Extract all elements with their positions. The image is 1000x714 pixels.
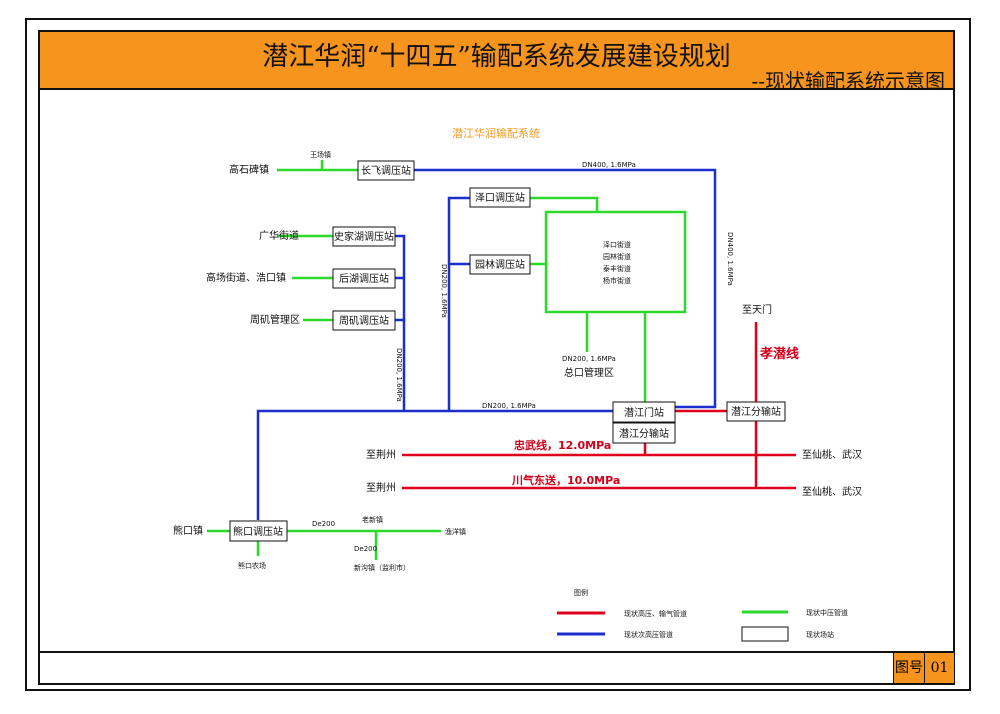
station-qianjiang-fenshu-box [612,422,676,444]
place-xingou: 新沟镇（监利市） [354,563,410,572]
pipe-left-trunk [395,234,406,411]
system-label: 潜江华润输配系统 [452,126,540,140]
station-changfei: 长飞调压站 [361,164,411,177]
station-xiongkou: 熊口调压站 [233,525,283,538]
station-xiongkou-box [229,520,288,542]
high-pressure-lines [402,322,796,490]
pipe-dn200-main [256,409,613,520]
station-zhouji-box [332,310,396,331]
sub-high-pressure-lines [256,168,717,520]
station-changfei-box [357,160,415,181]
place-zhouji-area: 周矶管理区 [250,313,300,326]
pipe-label-dn400-top: DN400, 1.6MPa [582,161,636,169]
legend-medium-pressure: 现状中压管道 [806,608,848,617]
pipe-label-dn200-center: DN200, 1.6MPa [562,355,616,363]
place-zhijingzhou-2: 至荆州 [366,481,396,494]
place-zhixiantao-1: 至仙桃、武汉 [802,448,862,461]
title-bar: 潜江华润“十四五”输配系统发展建设规划 --现状输配系统示意图 [40,32,953,93]
place-zhitianmen: 至天门 [742,303,772,316]
district-label: 泰丰街道 [603,264,631,273]
place-yuyang: 渔洋镇 [445,527,466,536]
pipe-label-dn200-mid: DN200, 1.6MPa [440,264,448,318]
district-label: 杨市街道 [603,276,631,285]
place-laoxin: 老新镇 [362,515,383,524]
trunk-chuanqi: 川气东送，10.0MPa [511,473,620,487]
station-yuanlin-box [469,254,531,275]
pipe-label-dn400-right: DN400, 1.6MPa [726,232,734,286]
pipe-zekou-branch [447,196,470,411]
figure-number-cell: 01 [924,653,954,683]
legend-high-pressure: 现状高压、输气管道 [624,609,687,618]
place-wangchang: 王场镇 [310,150,331,159]
outer-frame [25,18,971,691]
legend-title: 图例 [574,588,588,597]
footer-divider [40,651,953,653]
station-qianjiang-fenshu-right: 潜江分输站 [731,405,781,418]
station-qianjiangmen-box [612,401,676,423]
pipe-zekou-district [530,196,599,212]
station-boxes [229,160,786,542]
pipe-dn400-top [414,168,717,409]
station-houhu: 后湖调压站 [339,272,389,285]
place-guanghua: 广华街道 [259,229,299,242]
district-label: 泽口街道 [603,240,631,249]
place-xiongkou-farm: 熊口农场 [238,561,266,570]
district-grid-loop [544,210,687,314]
station-qianjiang-fenshu-right-box [726,401,786,422]
legend: 图例 现状高压、输气管道 现状中压管道 现状次高压管道 现状场站 [557,588,848,642]
page-subtitle: --现状输配系统示意图 [751,69,945,93]
legend-station: 现状场站 [806,630,834,639]
district-label: 园林街道 [603,252,631,261]
figure-label-cell: 图号 [893,653,924,683]
place-xiongkou-town: 熊口镇 [173,524,203,537]
station-zekou-box [469,187,531,208]
legend-sub-high-pressure: 现状次高压管道 [624,630,673,639]
legend-swatch-station [741,626,789,642]
station-zhouji: 周矶调压站 [339,314,389,327]
pipe-label-dn200-bottom: DN200, 1.6MPa [482,402,536,410]
station-shijiahu: 史家湖调压站 [334,230,394,243]
station-qianjiang-fenshu: 潜江分输站 [619,427,669,440]
station-qianjiangmen: 潜江门站 [624,406,664,419]
station-zekou: 泽口调压站 [475,191,525,204]
place-gaochang: 高场街道、浩口镇 [206,271,286,284]
pipe-label-de200-a: De200 [312,520,335,528]
station-houhu-box [332,268,396,289]
inner-frame [38,30,955,685]
page-title: 潜江华润“十四五”输配系统发展建设规划 [262,42,731,72]
place-gaoshibei: 高石碑镇 [229,163,269,176]
figure-number: 01 [930,660,949,676]
station-shijiahu-box [332,226,396,247]
figure-label: 图号 [895,660,923,676]
place-zhijingzhou-1: 至荆州 [366,448,396,461]
trunk-zhongwu: 忠武线，12.0MPa [514,438,611,452]
trunk-xiaoqian: 孝潜线 [759,346,799,362]
pipe-label-dn200-left: DN200, 1.6MPa [395,348,403,402]
place-zhixiantao-2: 至仙桃、武汉 [802,485,862,498]
medium-pressure-lines [207,160,687,560]
pipe-label-de200-b: De200 [354,545,377,553]
place-zongkou: 总口管理区 [564,366,614,379]
station-yuanlin: 园林调压站 [475,258,525,271]
